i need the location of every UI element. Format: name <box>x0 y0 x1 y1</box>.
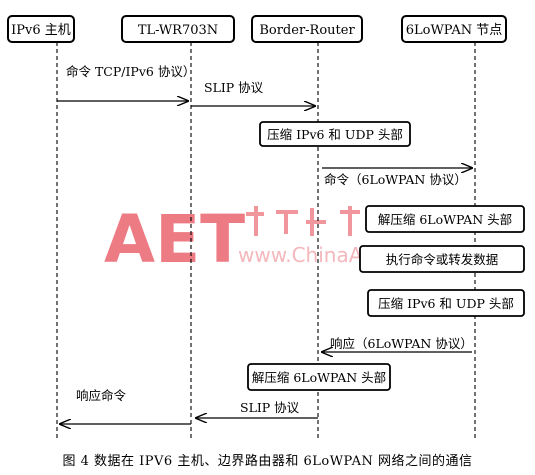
process-box-5: 解压缩 6LoWPAN 头部 <box>247 363 391 391</box>
message-6: 响应命令 <box>60 388 191 424</box>
svg-text:命令（6LoWPAN 协议）: 命令（6LoWPAN 协议） <box>324 172 467 187</box>
message-2: SLIP 协议 <box>191 80 315 106</box>
watermark-calligraphy <box>246 206 360 236</box>
message-1: 命令 TCP/IPv6 协议） <box>57 64 195 101</box>
svg-text:命令 TCP/IPv6 协议）: 命令 TCP/IPv6 协议） <box>66 64 195 79</box>
message-4: 响应（6LoWPAN 协议） <box>322 336 473 352</box>
svg-text:SLIP 协议: SLIP 协议 <box>204 80 264 95</box>
participant-tl: TL-WR703N <box>121 15 235 43</box>
process-box-2: 解压缩 6LoWPAN 头部 <box>365 205 525 233</box>
svg-text:SLIP 协议: SLIP 协议 <box>240 400 300 415</box>
watermark-logo: AET <box>104 201 245 278</box>
svg-text:压缩 IPv6 和 UDP 头部: 压缩 IPv6 和 UDP 头部 <box>378 296 514 311</box>
svg-text:TL-WR703N: TL-WR703N <box>138 23 218 38</box>
message-3: 命令（6LoWPAN 协议） <box>322 168 472 187</box>
svg-text:6LoWPAN 节点: 6LoWPAN 节点 <box>406 23 503 38</box>
svg-text:解压缩 6LoWPAN 头部: 解压缩 6LoWPAN 头部 <box>252 370 386 385</box>
sequence-diagram: AET www.ChinaAET.com IPv6 主机 TL-WR703N B… <box>7 15 525 438</box>
participant-node: 6LoWPAN 节点 <box>401 15 507 43</box>
participant-br: Border-Router <box>251 15 363 43</box>
svg-text:IPv6 主机: IPv6 主机 <box>11 23 71 38</box>
process-box-3: 执行命令或转发数据 <box>359 245 525 273</box>
process-box-4: 压缩 IPv6 和 UDP 头部 <box>367 289 525 317</box>
svg-text:Border-Router: Border-Router <box>259 23 355 38</box>
svg-text:执行命令或转发数据: 执行命令或转发数据 <box>386 252 499 267</box>
svg-text:响应（6LoWPAN 协议）: 响应（6LoWPAN 协议） <box>330 336 473 351</box>
svg-text:解压缩 6LoWPAN 头部: 解压缩 6LoWPAN 头部 <box>378 212 512 227</box>
process-box-1: 压缩 IPv6 和 UDP 头部 <box>259 121 411 147</box>
participant-host: IPv6 主机 <box>7 15 75 43</box>
message-5: SLIP 协议 <box>196 400 318 418</box>
svg-text:响应命令: 响应命令 <box>76 388 127 403</box>
svg-text:压缩 IPv6 和 UDP 头部: 压缩 IPv6 和 UDP 头部 <box>267 127 403 142</box>
figure-caption: 图 4 数据在 IPV6 主机、边界路由器和 6LoWPAN 网络之间的通信 <box>62 454 473 469</box>
